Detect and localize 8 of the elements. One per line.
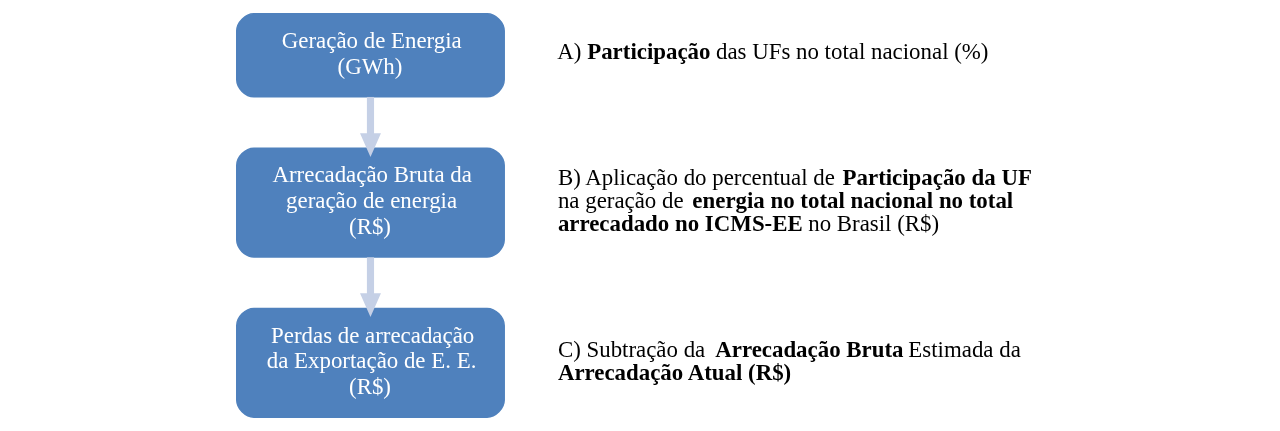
node-box: Perdas de arrecadação da Exportação de E. E. (R$) [235,307,505,418]
node-label: B) Aplicação do percentual de Participação da UF na geração de energia no total nacional no total arrecadado no ICMS-EE no Brasil (R$) [557,165,1032,236]
node-label: C) Subtração da Arrecadação Bruta Estimada da Arrecadação Atual (R$) [557,336,1021,385]
node-box: Arrecadação Bruta da geração de energia (R$) [235,147,505,258]
node-box: Geração de Energia (GWh) [235,13,505,98]
arrow [359,257,381,318]
node-label: A) Participação das UFs no total nacional (%) [556,39,989,65]
arrow [359,96,381,158]
